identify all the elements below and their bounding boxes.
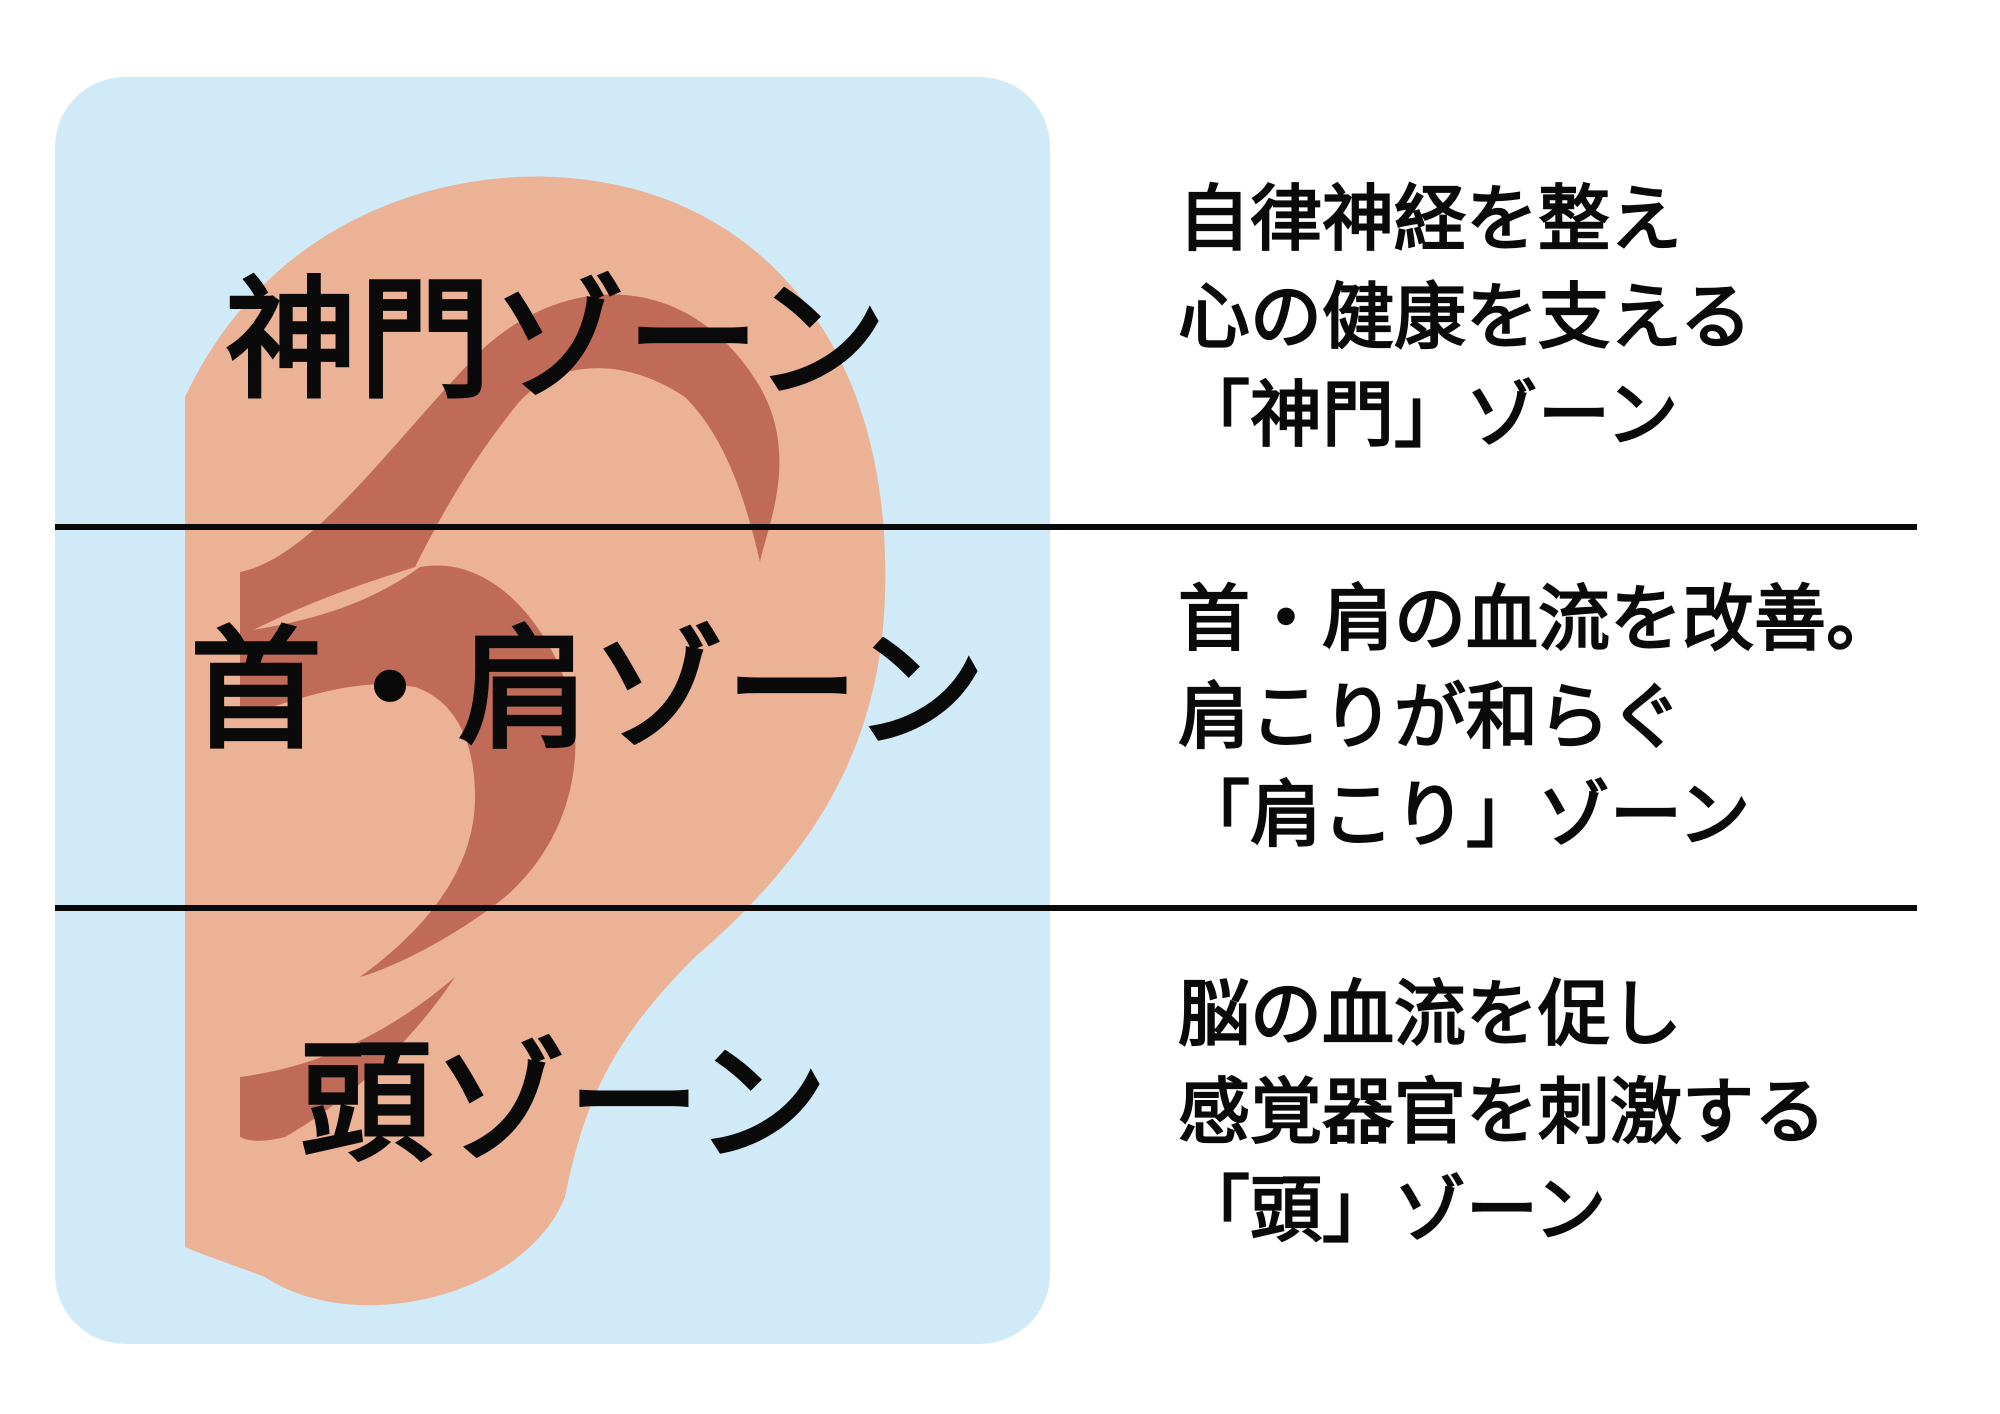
ear-middle-fold xyxy=(240,565,576,977)
description-line: 首・肩の血流を改善。 xyxy=(1178,577,1899,661)
zone-divider-bottom xyxy=(55,905,1917,911)
description-line: 感覚器官を刺激する xyxy=(1178,1070,1827,1154)
zone-label-head: 頭ゾーン xyxy=(300,1027,830,1181)
ear-upper-fold xyxy=(240,294,780,637)
ear-illustration xyxy=(185,176,886,1306)
description-line: 「頭」ゾーン xyxy=(1178,1168,1607,1252)
zone-description-neck-shoulder: 首・肩の血流を改善。 肩こりが和らぐ 「肩こり」ゾーン xyxy=(1178,570,1898,864)
description-line: 肩こりが和らぐ xyxy=(1178,675,1683,759)
description-line: 「神門」ゾーン xyxy=(1178,373,1679,457)
description-line: 脳の血流を促し xyxy=(1178,972,1683,1056)
description-line: 心の健康を支える xyxy=(1178,275,1752,359)
ear-illustration-panel xyxy=(55,77,1050,1344)
description-line: 自律神経を整え xyxy=(1178,177,1683,261)
zone-label-shinmon: 神門ゾーン xyxy=(225,264,889,418)
zone-label-neck-shoulder: 首・肩ゾーン xyxy=(190,614,988,768)
zone-divider-top xyxy=(55,524,1917,530)
zone-description-shinmon: 自律神経を整え 心の健康を支える 「神門」ゾーン xyxy=(1178,170,1752,464)
description-line: 「肩こり」ゾーン xyxy=(1178,773,1751,857)
ear-lobe-fold xyxy=(240,977,455,1141)
zone-description-head: 脳の血流を促し 感覚器官を刺激する 「頭」ゾーン xyxy=(1178,965,1826,1259)
